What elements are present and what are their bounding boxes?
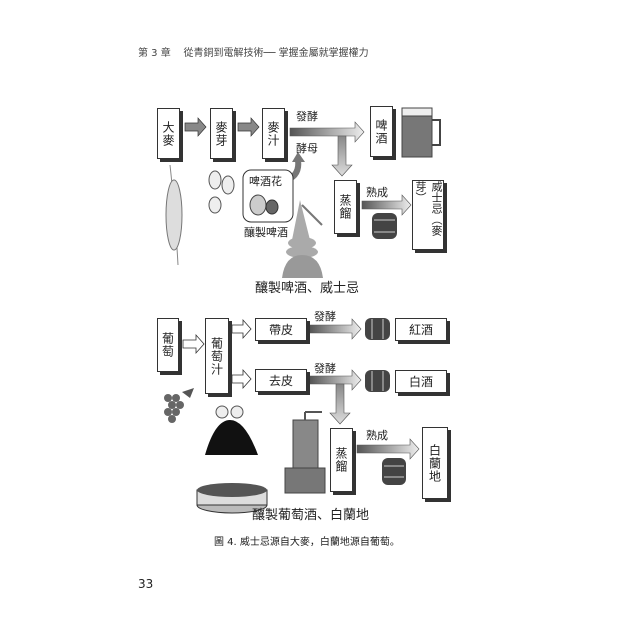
column-still-icon — [284, 411, 326, 494]
arrow-barley-malt — [184, 117, 207, 137]
wort-box: 麥汁 — [262, 108, 285, 159]
wine-brandy-caption: 釀製葡萄酒、白蘭地 — [252, 508, 370, 523]
grape-box: 葡萄 — [157, 318, 179, 372]
barrel-icon — [365, 318, 390, 340]
brandy-box: 白蘭地 — [422, 427, 448, 499]
age-label: 熟成 — [366, 186, 388, 199]
white-wine-box: 白酒 — [395, 370, 447, 393]
arrow-down-distill — [331, 135, 353, 177]
skinless-box: 去皮 — [255, 369, 307, 392]
whisky-box: 威士忌（麥芽） — [412, 180, 444, 250]
arrow-grape-juice — [182, 333, 205, 355]
barrel-icon — [372, 213, 397, 239]
barley-icon — [165, 164, 183, 266]
malt-box: 麥芽 — [210, 108, 233, 159]
brew-beer-label: 釀製啤酒 — [244, 226, 288, 239]
with-skin-box: 帶皮 — [255, 318, 307, 341]
arrow-wort-beer — [289, 121, 365, 143]
hops-label: 啤酒花 — [249, 175, 282, 188]
barrel-icon — [382, 458, 406, 485]
ferment-label-white: 發酵 — [314, 362, 336, 375]
pot-still-icon — [282, 200, 323, 278]
arrow-ferment-white — [309, 369, 362, 391]
ferment-label-red: 發酵 — [314, 310, 336, 323]
running-header: 第 3 章 從青銅到電解技術── 掌握金屬就掌握權力 — [138, 44, 369, 59]
barrel-icon — [365, 370, 390, 392]
figure-caption: 圖 4. 威士忌源自大麥，白蘭地源自葡萄。 — [214, 537, 400, 548]
yeast-label: 酵母 — [296, 142, 318, 155]
chapter-title: 從青銅到電解技術── 掌握金屬就掌握權力 — [183, 48, 369, 59]
hops-icon — [249, 194, 279, 216]
age-label-brandy: 熟成 — [366, 429, 388, 442]
distill-box: 蒸餾 — [334, 180, 357, 234]
arrow-ferment-red — [309, 318, 362, 340]
arrow-distill-age-brandy — [356, 438, 420, 460]
grape-stomping-illustration — [196, 405, 268, 514]
arrow-malt-wort — [237, 117, 260, 137]
malt-grains-icon — [208, 170, 235, 214]
arrow-juice-withskin — [231, 318, 252, 340]
barley-box: 大麥 — [157, 108, 180, 159]
grape-juice-box: 葡萄汁 — [205, 318, 229, 394]
arrow-down-distill-brandy — [329, 383, 351, 425]
grapes-icon — [164, 388, 194, 423]
arrow-distill-age — [361, 194, 412, 216]
beer-box: 啤酒 — [370, 106, 393, 157]
ferment-label: 發酵 — [296, 110, 318, 123]
chapter-label: 第 3 章 — [138, 48, 171, 59]
beer-whisky-caption: 釀製啤酒、威士忌 — [255, 281, 360, 296]
distill-box-brandy: 蒸餾 — [330, 428, 353, 492]
beer-mug-icon — [401, 107, 441, 158]
arrow-juice-skinless — [231, 368, 252, 390]
red-wine-box: 紅酒 — [395, 318, 447, 341]
page-number: 33 — [138, 577, 154, 591]
